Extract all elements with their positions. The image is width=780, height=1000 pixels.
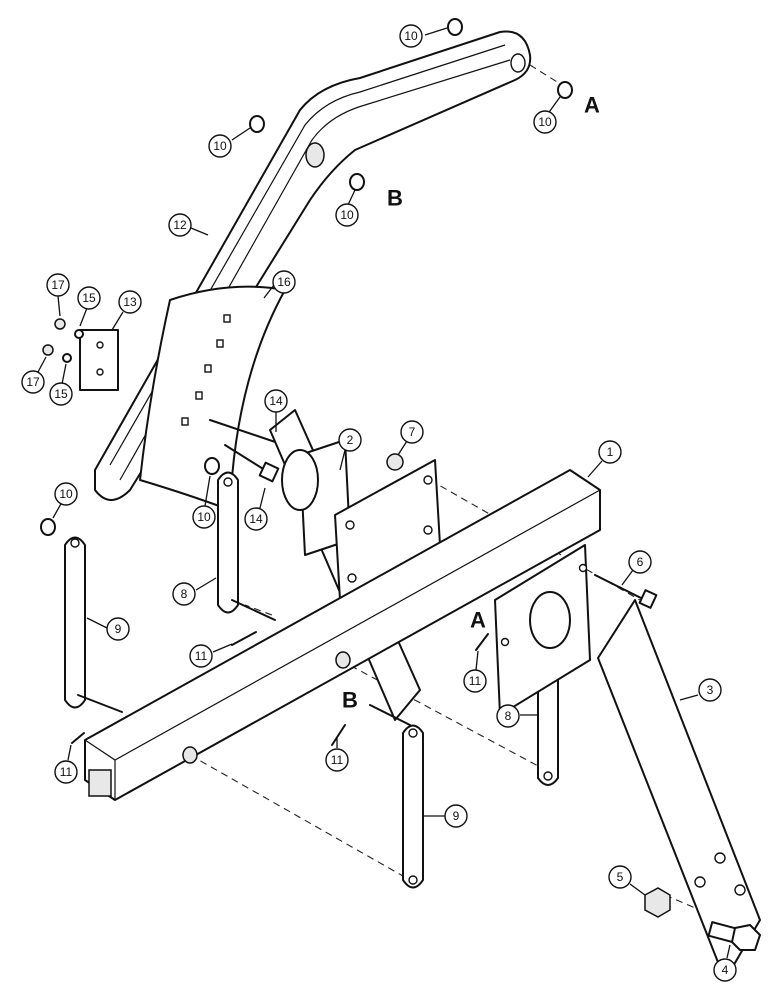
callout-label: 10 [340, 208, 354, 222]
callout-label: 11 [331, 753, 344, 767]
right-bracket-part [494, 544, 761, 981]
ref-letter-b-bottom: B [342, 688, 358, 713]
callout-label: 17 [26, 375, 40, 389]
callout-6: 6 [621, 550, 652, 586]
long-link-left-part [64, 536, 123, 713]
callout-10-left: 10 [208, 127, 251, 158]
callout-7: 7 [397, 420, 424, 456]
callout-label: 10 [213, 139, 227, 153]
callout-label: 11 [469, 674, 482, 688]
callout-label: 10 [538, 115, 552, 129]
cotter-pins [71, 631, 489, 746]
callout-14-top: 14 [264, 389, 288, 432]
callout-label: 15 [82, 291, 96, 305]
bolt-6-part [594, 574, 658, 609]
callout-10-mid: 10 [335, 189, 359, 227]
nut-part [386, 453, 404, 471]
short-link-left-part [217, 471, 276, 621]
callout-14-bottom: 14 [244, 487, 268, 531]
callout-5: 5 [608, 865, 646, 896]
small-hardware [42, 318, 84, 363]
callout-10-bracket: 10 [192, 475, 216, 529]
callout-8-right: 8 [496, 704, 538, 728]
callout-label: 11 [60, 765, 73, 779]
nut-5-part [644, 887, 671, 918]
callout-8-left: 8 [172, 577, 217, 606]
callout-label: 15 [54, 387, 68, 401]
callout-15-bottom: 15 [49, 363, 73, 406]
callout-12: 12 [168, 213, 209, 237]
callout-label: 1 [607, 445, 614, 459]
callout-10-right: 10 [533, 96, 561, 134]
callout-label: 4 [722, 963, 729, 977]
callout-label: 10 [197, 510, 211, 524]
callout-2: 2 [338, 428, 362, 471]
callout-label: 7 [409, 425, 416, 439]
callout-label: 14 [269, 394, 283, 408]
clamp-plate-part [79, 329, 119, 391]
callout-3: 3 [679, 678, 722, 702]
callout-label: 6 [637, 555, 644, 569]
callout-label: 5 [617, 870, 624, 884]
callout-label: 3 [707, 683, 714, 697]
callout-label: 8 [181, 587, 188, 601]
callout-9-left: 9 [86, 617, 130, 641]
callout-label: 12 [173, 218, 187, 232]
callout-label: 16 [277, 275, 291, 289]
main-tube-part [84, 469, 601, 801]
callout-11-left: 11 [189, 643, 233, 668]
callout-label: 2 [347, 433, 354, 447]
ref-letter-a-top: A [584, 93, 600, 118]
callout-label: 8 [505, 709, 512, 723]
callout-9-right: 9 [424, 804, 468, 828]
sleeve-bracket-part [281, 439, 441, 601]
callout-11-farleft: 11 [54, 744, 78, 784]
callout-label: 17 [51, 278, 65, 292]
curved-arm-part [94, 30, 532, 501]
long-link-right-part [369, 704, 424, 889]
callout-17-bottom: 17 [21, 356, 47, 394]
callout-11-mid: 11 [325, 738, 349, 772]
callout-label: 10 [59, 487, 73, 501]
callout-16: 16 [263, 270, 296, 299]
callout-10-top: 10 [399, 24, 448, 48]
callout-13: 13 [111, 290, 142, 331]
callout-label: 10 [404, 29, 418, 43]
ref-letter-a-bottom: A [470, 608, 486, 633]
callout-17-top: 17 [46, 273, 70, 317]
bolt-4-part [707, 921, 761, 951]
callout-1: 1 [587, 440, 622, 478]
callout-label: 14 [249, 512, 263, 526]
callout-label: 11 [195, 649, 208, 663]
callout-label: 9 [453, 809, 460, 823]
callout-label: 9 [115, 622, 122, 636]
ref-letter-b-top: B [387, 186, 403, 211]
callout-4: 4 [713, 944, 737, 982]
washers [40, 18, 573, 536]
callout-11-right: 11 [463, 650, 487, 693]
callout-15-top: 15 [77, 286, 101, 327]
callout-label: 13 [123, 295, 137, 309]
callout-10-farleft: 10 [52, 482, 78, 519]
